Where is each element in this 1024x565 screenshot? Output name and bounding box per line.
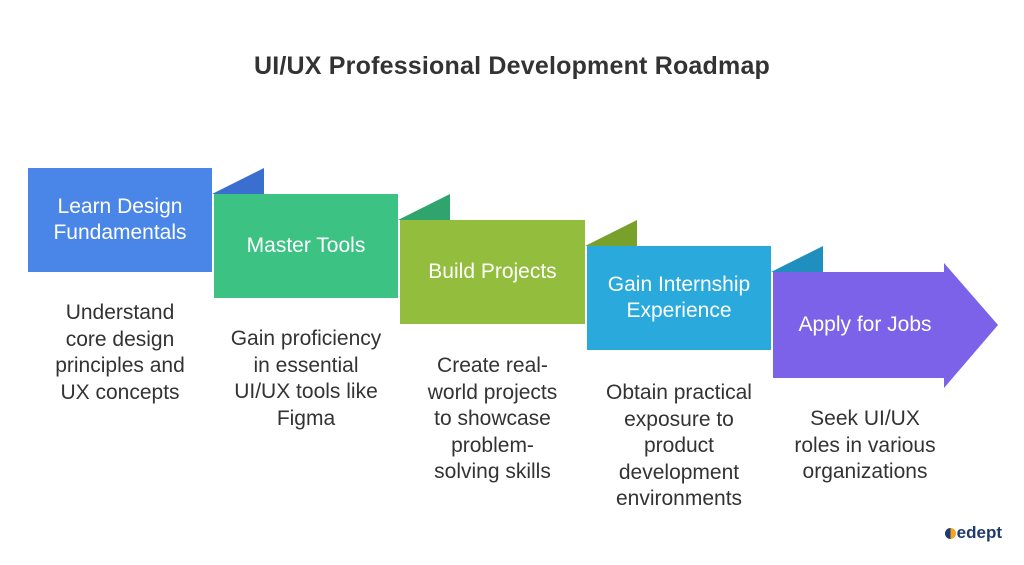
step-2-label: Master Tools <box>246 234 366 257</box>
edept-logo-icon <box>944 527 956 539</box>
brand-text: edept <box>956 523 1002 542</box>
step-3-box <box>400 220 585 324</box>
step-4-box <box>587 246 771 350</box>
step-1-box <box>28 168 212 272</box>
step-3-label: Build Projects <box>428 260 557 283</box>
step-2-fold <box>398 194 450 220</box>
step-5-label: Apply for Jobs <box>798 313 932 336</box>
step-4-label: Gain Internship Experience <box>607 273 751 322</box>
step-4-fold <box>771 246 823 272</box>
step-3-description: Create real- world projects to showcase … <box>427 354 558 483</box>
step-5-arrow <box>773 263 998 388</box>
step-1-fold <box>212 168 264 194</box>
step-1-description: Understand core design principles and UX… <box>55 301 185 404</box>
step-2-box <box>214 194 398 298</box>
step-1-label: Learn Design Fundamentals <box>53 195 187 244</box>
step-3-fold <box>585 220 637 246</box>
step-4-description: Obtain practical exposure to product dev… <box>606 381 752 510</box>
brand-logo: edept <box>944 523 1002 543</box>
step-2-description: Gain proficiency in essential UI/UX tool… <box>230 327 382 430</box>
page-title: UI/UX Professional Development Roadmap <box>253 52 771 80</box>
step-5-description: Seek UI/UX roles in various organization… <box>794 407 936 483</box>
